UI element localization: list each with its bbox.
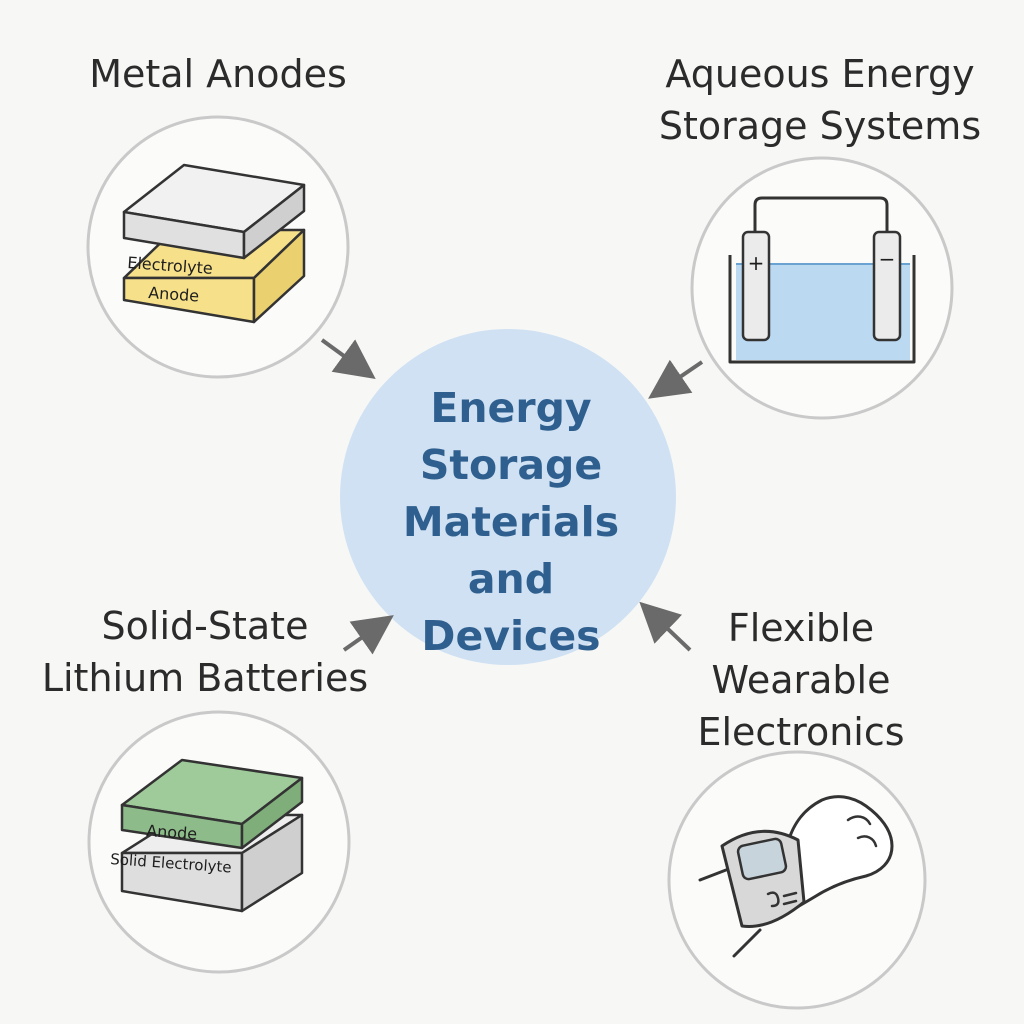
hub-title: Energy Storage Materials and Devices	[356, 380, 666, 665]
electrode-stack-icon: Electrolyte Anode	[86, 115, 350, 379]
solid-state-stack-icon: Anode Solid Electrolyte	[87, 710, 351, 974]
solid-state-title: Solid-State Lithium Batteries	[20, 600, 390, 704]
arrow-metal-anodes	[320, 338, 376, 380]
aqueous-title-line-1: Aqueous Energy	[665, 52, 975, 96]
metal-anodes-anode-label: Anode	[148, 283, 200, 306]
arrow-solid-state	[342, 615, 394, 655]
flexible-title: Flexible Wearable Electronics	[660, 602, 942, 758]
aqueous-plus-label: +	[748, 251, 765, 275]
hub-title-line-4: Devices	[421, 612, 601, 660]
hub-circle	[340, 329, 676, 665]
metal-anodes-title: Metal Anodes	[40, 48, 396, 100]
aqueous-cell-icon: + −	[690, 156, 954, 420]
solid-state-anode-label: Anode	[146, 821, 198, 844]
aqueous-minus-label: −	[879, 247, 896, 271]
aqueous-title: Aqueous Energy Storage Systems	[636, 48, 1004, 152]
hub-title-line-2: Storage	[419, 441, 603, 489]
aqueous-title-line-2: Storage Systems	[658, 104, 982, 148]
wrist-band-icon	[667, 750, 927, 1010]
arrow-flexible	[639, 601, 692, 652]
arrow-aqueous	[648, 359, 704, 399]
solid-state-title-line-2: Lithium Batteries	[41, 656, 369, 700]
hub-title-line-3: Materials and	[402, 498, 620, 603]
metal-anodes-title-line: Metal Anodes	[89, 52, 347, 96]
flexible-title-line-1: Flexible	[727, 606, 875, 650]
solid-state-title-line-1: Solid-State	[101, 604, 309, 648]
flexible-title-line-2: Wearable	[711, 658, 891, 702]
flexible-title-line-3: Electronics	[697, 710, 905, 754]
hub-title-line-1: Energy	[430, 384, 592, 432]
